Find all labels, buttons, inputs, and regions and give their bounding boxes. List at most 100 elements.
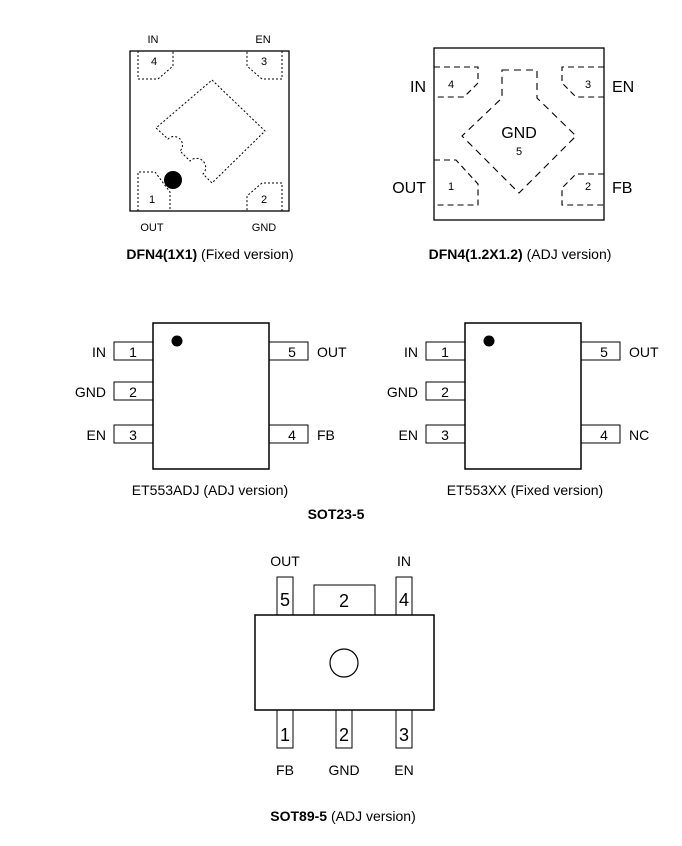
sot-adj-pin-3 xyxy=(113,424,154,444)
sot89-mark-circle xyxy=(329,648,359,678)
dfn1-pad-3 xyxy=(246,51,283,80)
dfn2-label-in: IN xyxy=(410,79,426,96)
sot-adj-num-3: 3 xyxy=(129,427,137,443)
dfn2-center-label: GND xyxy=(501,125,537,142)
sot23-title: SOT23-5 xyxy=(307,506,365,522)
sot-fixed-pin-2 xyxy=(425,381,466,401)
sot-adj-label-out: OUT xyxy=(317,344,347,360)
sot-fixed-num-3: 3 xyxy=(441,427,449,443)
dfn2-num-1: 1 xyxy=(448,181,454,193)
dfn2-body xyxy=(433,47,605,221)
sot89-num-3: 3 xyxy=(399,725,409,745)
sot89-package: 5 2 4 1 2 3 OUT IN FB GND EN xyxy=(254,553,435,778)
sot23-fixed-package: 1 2 3 5 4 IN GND EN OUT NC xyxy=(387,322,659,470)
sot-adj-label-in: IN xyxy=(92,344,106,360)
dfn1-num-4: 4 xyxy=(151,56,157,68)
dfn1-num-2: 2 xyxy=(261,194,267,206)
sot-adj-pin1-dot xyxy=(171,335,183,347)
sot89-label-gnd: GND xyxy=(328,762,359,778)
sot89-label-out: OUT xyxy=(270,553,300,569)
sot-adj-label-fb: FB xyxy=(317,427,335,443)
sot-adj-label-gnd: GND xyxy=(75,384,106,400)
sot89-num-2: 2 xyxy=(339,725,349,745)
sot-fixed-caption: ET553XX (Fixed version) xyxy=(446,482,604,498)
sot-adj-num-5: 5 xyxy=(288,344,296,360)
dfn2-num-4: 4 xyxy=(448,79,454,91)
sot-fixed-label-nc: NC xyxy=(629,427,649,443)
dfn1-caption: DFN4(1X1) (Fixed version) xyxy=(80,246,340,262)
dfn2-label-fb: FB xyxy=(612,180,632,197)
dfn1-center-pad xyxy=(155,79,266,184)
sot89-caption: SOT89-5 (ADJ version) xyxy=(213,808,473,824)
sot-fixed-label-gnd: GND xyxy=(387,384,418,400)
sot89-num-1: 1 xyxy=(280,725,290,745)
sot23-adj-package: 1 2 3 5 4 IN GND EN OUT FB xyxy=(75,322,347,470)
dfn2-num-3: 3 xyxy=(585,79,591,91)
sot-fixed-label-in: IN xyxy=(404,344,418,360)
sot89-pin-3 xyxy=(395,709,413,749)
dfn2-caption: DFN4(1.2X1.2) (ADJ version) xyxy=(390,246,650,262)
dfn1-caption-rest: (Fixed version) xyxy=(197,246,294,262)
dfn2-pad-1 xyxy=(434,159,479,206)
dfn1-pad-2 xyxy=(246,182,283,211)
sot89-pin-4 xyxy=(395,576,413,616)
sot-fixed-label-en: EN xyxy=(399,427,418,443)
sot89-label-en: EN xyxy=(394,762,413,778)
dfn1-pad-1 xyxy=(137,171,171,211)
sot-adj-pin-1 xyxy=(113,341,154,361)
dfn2-label-out: OUT xyxy=(392,180,426,197)
sot-adj-num-1: 1 xyxy=(129,344,137,360)
sot89-tab-2 xyxy=(313,584,376,616)
dfn1-label-in: IN xyxy=(148,34,159,46)
dfn2-caption-rest: (ADJ version) xyxy=(522,246,612,262)
dfn1-num-3: 3 xyxy=(261,56,267,68)
sot-fixed-label-out: OUT xyxy=(629,344,659,360)
dfn2-pad-4 xyxy=(434,66,479,98)
sot89-num-5: 5 xyxy=(280,590,290,610)
sot-fixed-pin-1 xyxy=(425,341,466,361)
sot-fixed-num-4: 4 xyxy=(600,427,608,443)
dfn1-label-gnd: GND xyxy=(252,222,277,234)
dfn4-1.2x1.2-package: GND 5 IN EN OUT FB 4 3 1 2 xyxy=(392,47,634,221)
dfn4-1x1-package: IN EN OUT GND 4 3 1 2 xyxy=(129,34,290,234)
sot-fixed-pin-4 xyxy=(580,424,621,444)
sot89-caption-rest: (ADJ version) xyxy=(327,808,416,824)
sot-fixed-body xyxy=(464,322,582,470)
sot89-pin-2 xyxy=(335,709,353,749)
sot-adj-pin-2 xyxy=(113,381,154,401)
sot-fixed-num-1: 1 xyxy=(441,344,449,360)
sot-adj-caption: ET553ADJ (ADJ version) xyxy=(131,482,289,498)
sot89-num-4: 4 xyxy=(399,590,409,610)
sot-fixed-pin-3 xyxy=(425,424,466,444)
sot-fixed-pin-5 xyxy=(580,341,621,361)
sot-fixed-num-2: 2 xyxy=(441,384,449,400)
sot-adj-body xyxy=(152,322,270,470)
sot-adj-num-4: 4 xyxy=(288,427,296,443)
dfn2-center-pad xyxy=(461,69,577,194)
dfn2-caption-bold: DFN4(1.2X1.2) xyxy=(428,246,523,262)
dfn1-label-out: OUT xyxy=(140,222,164,234)
sot89-label-fb: FB xyxy=(276,762,294,778)
sot89-body xyxy=(254,614,435,711)
dfn2-pad-2 xyxy=(561,173,604,206)
dfn1-label-en: EN xyxy=(255,34,270,46)
sot89-caption-bold: SOT89-5 xyxy=(270,808,328,824)
dfn1-caption-bold: DFN4(1X1) xyxy=(126,246,198,262)
sot-adj-pin-4 xyxy=(268,424,309,444)
dfn2-num-5: 5 xyxy=(516,146,522,158)
dfn2-pad-3 xyxy=(561,66,604,98)
sot-adj-label-en: EN xyxy=(87,427,106,443)
dfn1-pad-4 xyxy=(137,51,174,80)
dfn2-num-2: 2 xyxy=(585,181,591,193)
sot89-label-in: IN xyxy=(397,553,411,569)
dfn1-num-1: 1 xyxy=(149,194,155,206)
sot-fixed-pin1-dot xyxy=(483,335,495,347)
sot89-pin-1 xyxy=(276,709,294,749)
dfn2-label-en: EN xyxy=(612,79,634,96)
sot89-pin-5 xyxy=(276,576,294,616)
sot89-num-tab: 2 xyxy=(339,591,349,611)
dfn1-body xyxy=(129,50,290,212)
sot-adj-pin-5 xyxy=(268,341,309,361)
sot-adj-num-2: 2 xyxy=(129,384,137,400)
